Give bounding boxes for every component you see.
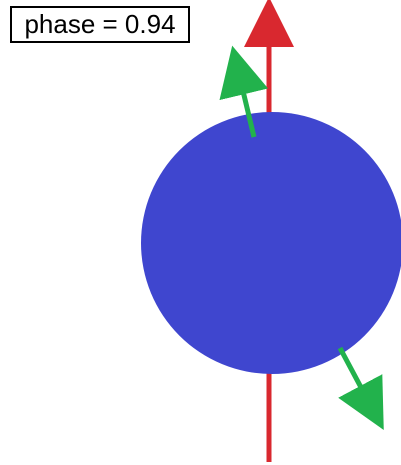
tilted-spin-arrow-lower-icon [340,348,372,408]
sphere [141,112,401,374]
